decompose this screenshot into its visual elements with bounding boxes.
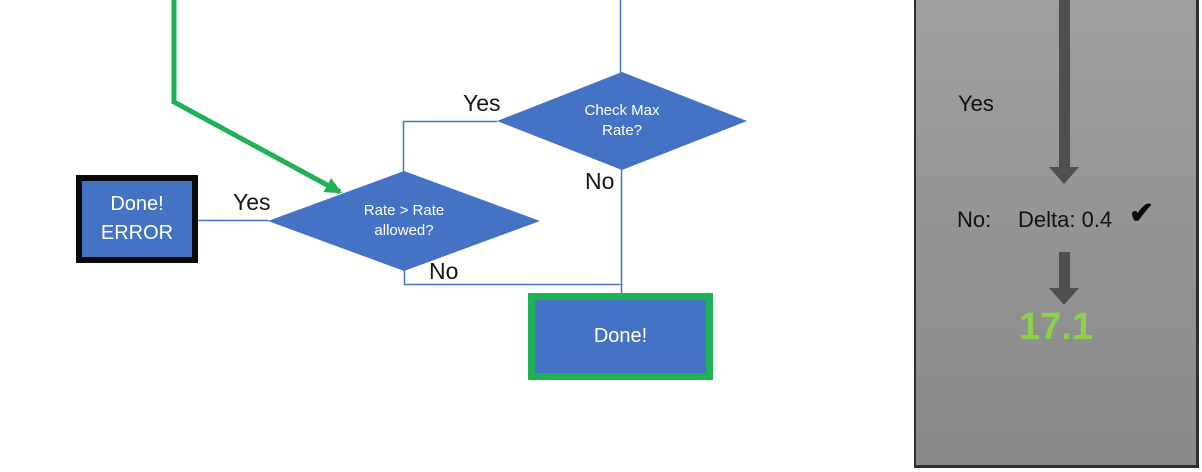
checkmark-icon: ✔ [1129, 197, 1155, 230]
decision-rate-line2: allowed? [374, 222, 434, 239]
edge-label-rate-no: No [429, 258, 459, 284]
decision-rate-allowed-label: Rate > Rate allowed? [364, 201, 444, 242]
result-side-panel: Yes No: Delta: 0.4 ✔ 17.1 [914, 0, 1199, 468]
done-error-node: Done! ERROR [76, 175, 198, 263]
long-down-arrow-head-icon [1049, 167, 1079, 184]
panel-yes-label: Yes [958, 91, 994, 116]
panel-delta-value: Delta: 0.4 [1018, 207, 1113, 232]
green-arrow-connector [171, 0, 343, 195]
decision-check-max-line2: Rate? [601, 122, 643, 139]
connector-check-max-yes [402, 120, 497, 172]
decision-rate-line1: Rate > Rate [363, 201, 445, 219]
decision-check-max-rate-label: Check Max Rate? [584, 101, 659, 142]
short-down-arrow-head-icon [1049, 288, 1079, 305]
decision-check-max-rate: Check Max Rate? [497, 72, 747, 170]
panel-no-label: No: [957, 207, 992, 232]
done-node-label: Done! [593, 325, 648, 347]
edge-label-rate-yes: Yes [233, 189, 271, 215]
done-error-line1: Done! [110, 193, 164, 215]
done-node: Done! [528, 293, 713, 380]
long-down-arrow-icon [1059, 0, 1070, 167]
result-value: 17.1 [1019, 306, 1093, 348]
decision-check-max-line1: Check Max [584, 101, 660, 119]
decision-rate-allowed: Rate > Rate allowed? [268, 171, 540, 271]
done-error-line2: ERROR [100, 222, 174, 244]
edge-label-check-max-yes: Yes [463, 90, 501, 116]
short-down-arrow-icon [1059, 252, 1070, 288]
edge-label-check-max-no: No [585, 168, 615, 194]
